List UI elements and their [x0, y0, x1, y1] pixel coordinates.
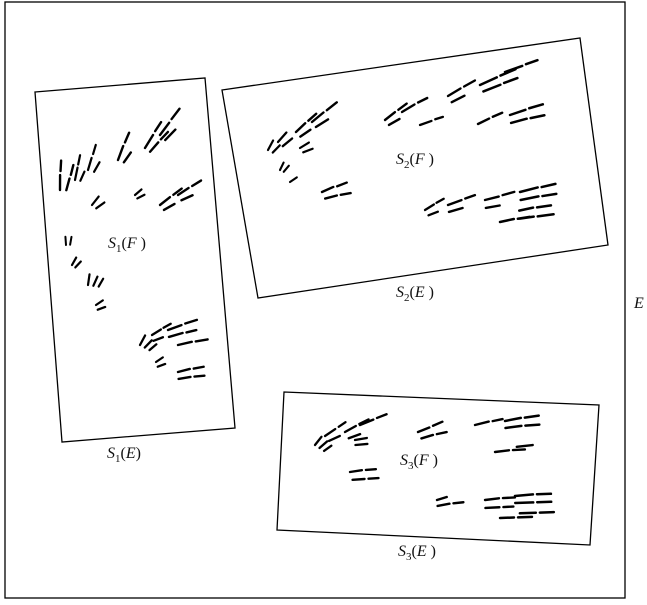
fern-fragment — [90, 196, 105, 210]
fern-fragment — [359, 414, 388, 425]
fern-fragment — [520, 184, 557, 200]
fern-fragment — [289, 177, 297, 182]
fern-fragment — [446, 81, 479, 103]
label-S1-F: S1(F ) — [108, 235, 146, 255]
fern-fragment — [276, 132, 293, 148]
fern-fragment — [447, 195, 477, 212]
fern-fragment — [382, 104, 411, 126]
fern-fragment — [137, 334, 156, 353]
fern-fragment — [419, 117, 443, 125]
fern-fragment — [95, 300, 105, 309]
label-S2-F: S2(F ) — [396, 151, 434, 171]
fern-fragment — [499, 205, 554, 222]
region-S3-E — [277, 392, 599, 545]
fern-fragment — [278, 162, 288, 173]
fern-fragment — [111, 133, 140, 164]
region-S1-E — [35, 78, 235, 442]
fern-fragment — [515, 494, 551, 503]
fern-fragment — [178, 339, 208, 345]
fern-fragment — [437, 495, 464, 506]
fern-fragment — [504, 60, 539, 72]
fern-fragment — [299, 142, 313, 153]
fractal-cluster-s2 — [265, 60, 556, 222]
fern-fragment — [52, 161, 76, 192]
fern-fragment — [423, 199, 446, 216]
fern-fragment — [478, 69, 518, 92]
fern-fragment — [475, 419, 503, 425]
outer-label-E: E — [633, 295, 644, 312]
label-S1-E: S1(E) — [107, 445, 141, 465]
fern-fragment — [417, 421, 447, 439]
fern-fragment — [313, 435, 331, 453]
fern-fragment — [64, 236, 71, 246]
fern-fragment — [150, 324, 173, 341]
fern-fragment — [81, 145, 107, 174]
fern-fragment — [355, 438, 367, 445]
label-S2-E: S2(E ) — [396, 284, 434, 304]
fern-fragment — [70, 257, 81, 268]
fern-fragment — [484, 192, 515, 208]
fern-fragment — [85, 272, 104, 290]
fern-fragment — [350, 469, 379, 480]
fern-fragment — [505, 416, 540, 428]
fern-fragment — [155, 357, 165, 366]
fern-fragment — [495, 445, 533, 452]
fern-fragment — [509, 104, 545, 123]
fern-fragment — [485, 497, 515, 508]
fern-fragment — [321, 182, 351, 199]
fern-fragment — [477, 113, 504, 124]
label-S3-F: S3(F ) — [400, 452, 438, 472]
fern-fragment — [134, 189, 145, 199]
fern-fragment — [500, 512, 554, 518]
fern-fragment — [178, 367, 205, 379]
label-S3-E: S3(E ) — [398, 543, 436, 563]
fern-fragment — [167, 320, 199, 337]
outer-region-E — [5, 2, 625, 598]
